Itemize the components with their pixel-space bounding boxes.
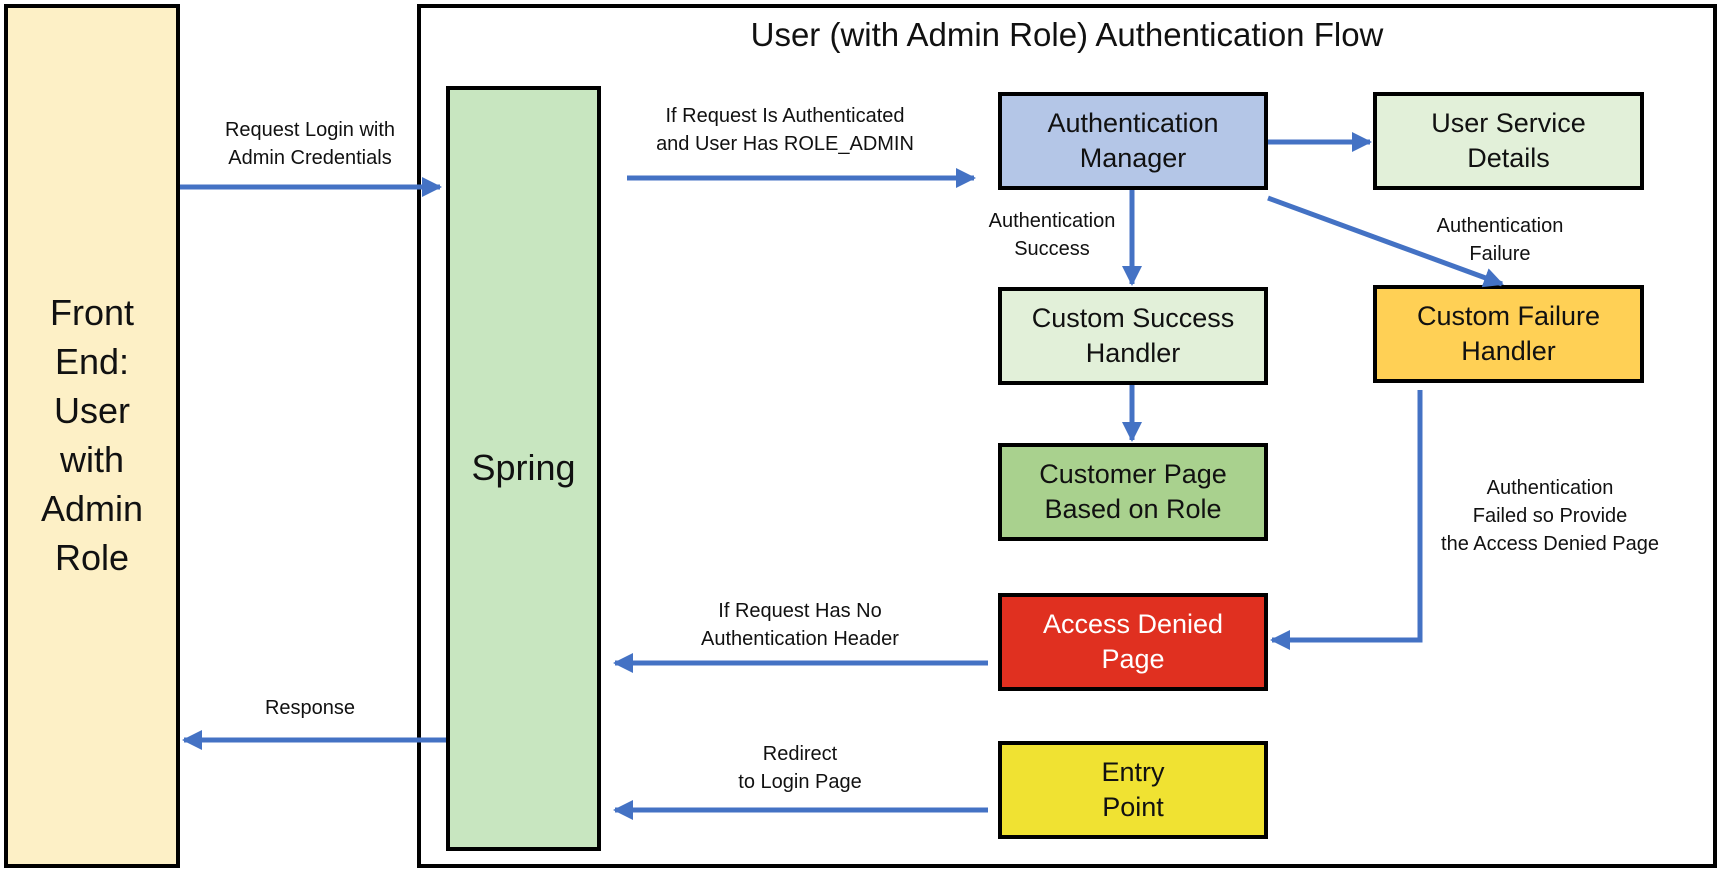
auth-failure-label: Authentication Failure bbox=[1436, 215, 1564, 265]
failed-provide-label: Authentication Failed so Provide the Acc… bbox=[1441, 477, 1659, 555]
entry-point-node: Entry Point bbox=[998, 741, 1268, 839]
spring-box: Spring bbox=[446, 86, 601, 851]
if-authenticated-label: If Request Is Authenticated and User Has… bbox=[656, 105, 914, 155]
customer-page-node: Customer Page Based on Role bbox=[998, 443, 1268, 541]
diagram-title: User (with Admin Role) Authentication Fl… bbox=[750, 16, 1384, 53]
auth-success-label: Authentication Success bbox=[988, 210, 1116, 260]
authentication-manager-node: Authentication Manager bbox=[998, 92, 1268, 190]
no-auth-header-label: If Request Has No Authentication Header bbox=[701, 600, 899, 650]
custom-success-handler-node: Custom Success Handler bbox=[998, 287, 1268, 385]
access-denied-page-node: Access Denied Page bbox=[998, 593, 1268, 691]
user-service-details-node: User Service Details bbox=[1373, 92, 1644, 190]
failure-to-access-denied-arrow bbox=[1270, 390, 1423, 650]
redirect-label: Redirect to Login Page bbox=[738, 743, 862, 793]
auth-failure-arrow bbox=[1267, 195, 1504, 288]
custom-failure-handler-node: Custom Failure Handler bbox=[1373, 285, 1644, 383]
request-login-label: Request Login with Admin Credentials bbox=[224, 119, 396, 169]
front-end-user-box: Front End: User with Admin Role bbox=[4, 4, 180, 868]
response-label: Response bbox=[264, 697, 356, 719]
